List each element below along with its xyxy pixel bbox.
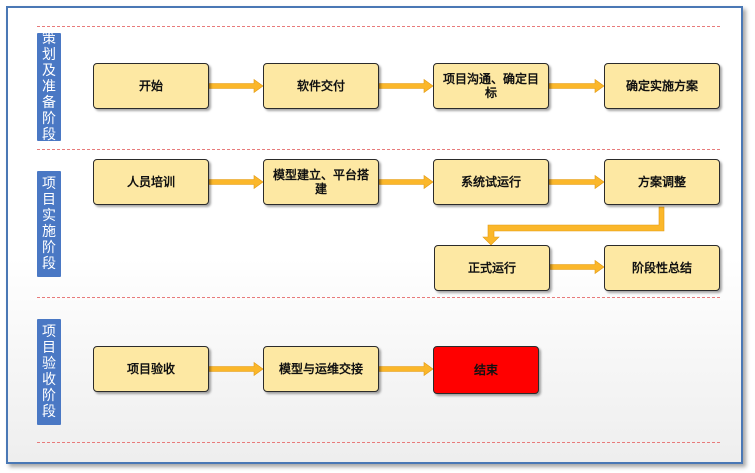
node-trial-run: 系统试运行 (433, 159, 549, 205)
node-adjust: 方案调整 (604, 159, 720, 205)
node-software-delivery: 软件交付 (263, 63, 379, 109)
arrow-handover-to-end (378, 361, 434, 377)
arrow-start-to-delivery (208, 78, 264, 94)
node-modeling: 模型建立、平台搭建 (263, 159, 379, 205)
arrow-adjust-to-formal (482, 206, 665, 246)
node-training: 人员培训 (93, 159, 209, 205)
arrow-formal-to-summary (549, 259, 605, 275)
node-handover: 模型与运维交接 (263, 346, 379, 392)
arrow-communication-to-plan (548, 78, 605, 94)
arrow-trial-to-adjust (548, 174, 605, 190)
stage-label-acceptance: 项目验收阶段 (37, 319, 61, 425)
phase-divider-2 (37, 297, 720, 298)
phase-divider-top (37, 26, 720, 27)
stage-label-planning: 策划及准备阶段 (37, 31, 61, 143)
phase-divider-bottom (37, 442, 720, 443)
arrow-delivery-to-communication (378, 78, 434, 94)
node-summary: 阶段性总结 (604, 245, 720, 291)
arrow-modeling-to-trial (378, 174, 434, 190)
stage-label-implementation: 项目实施阶段 (37, 171, 61, 277)
node-acceptance: 项目验收 (93, 346, 209, 392)
arrow-training-to-modeling (208, 174, 264, 190)
node-formal-run: 正式运行 (434, 245, 550, 291)
phase-divider-1 (37, 149, 720, 150)
node-communication: 项目沟通、确定目标 (433, 63, 549, 109)
node-end: 结束 (433, 346, 539, 394)
node-start: 开始 (93, 63, 209, 109)
arrow-acceptance-to-handover (208, 361, 264, 377)
node-plan: 确定实施方案 (604, 63, 720, 109)
